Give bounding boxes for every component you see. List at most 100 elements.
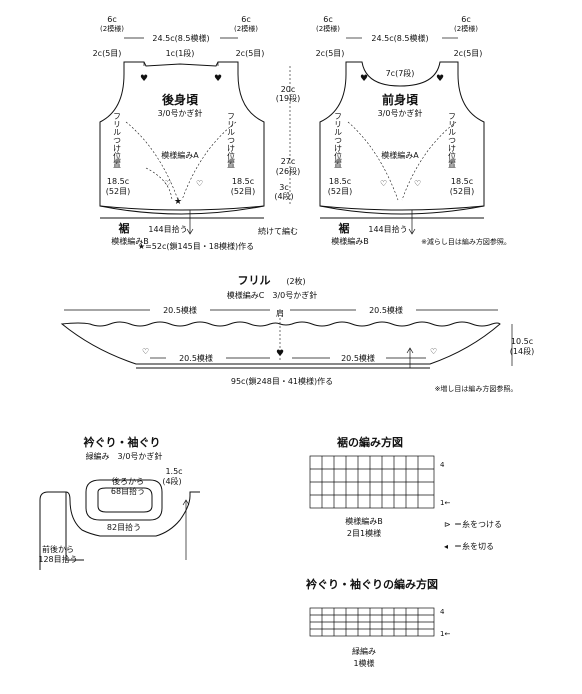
ruffle-bottom-right: 20.5模様	[341, 353, 375, 363]
ruffle-title: フリル	[238, 274, 271, 287]
front-hem-pattern: 模様編みB	[331, 236, 369, 246]
back-shoulder-left-sub: (2模様)	[100, 24, 124, 33]
back-continue: 続けて編む	[258, 226, 298, 236]
back-hem-pattern: 模様編みB	[111, 236, 149, 246]
back-body-section: 6c (2模様) 6c (2模様) 24.5c(8.5模様) 2c(5目) 1c…	[93, 15, 301, 251]
hem-chart-title: 裾の編み方図	[337, 435, 403, 449]
front-side-right-sub: (52目)	[450, 187, 474, 196]
back-body-outline	[99, 61, 265, 211]
edging-outline	[39, 491, 200, 570]
edging-back-pickup: 68目拾う	[111, 486, 145, 496]
edging-neck-pickup: 82目拾う	[107, 522, 141, 532]
ruffle-center-mark: 肩	[276, 308, 284, 318]
back-neck-width: 24.5c(8.5模様)	[152, 33, 209, 43]
back-heart-right-icon: ♥	[214, 74, 222, 84]
back-armhole-height: 20c	[281, 85, 296, 94]
ruffle-height-rows: (14段)	[510, 346, 534, 356]
back-pickup: 144目拾う	[148, 224, 187, 234]
ruffle-heart-center-icon: ♥	[276, 349, 284, 359]
ruffle-chain: 95c(鎖248目・41模様)作る	[231, 376, 333, 386]
front-ruffle-pos-left: フリルつけ位置	[334, 112, 343, 168]
back-shoulder-left: 6c	[107, 15, 117, 24]
edging-title: 衿ぐり・袖ぐり	[84, 435, 161, 449]
legend-cut-icon: ◂	[444, 542, 448, 551]
back-side-right: 18.5c	[232, 177, 254, 186]
hem-chart-pattern: 模様編みB	[345, 516, 383, 526]
back-right-arm: 2c(5目)	[236, 49, 265, 58]
edge-chart-repeat: 1模様	[353, 658, 374, 668]
front-shoulder-left: 6c	[323, 15, 333, 24]
front-heart-right-icon: ♥	[436, 74, 444, 84]
front-left-arm: 2c(5目)	[316, 49, 345, 58]
front-side-left: 18.5c	[329, 177, 351, 186]
front-heart-left-icon: ♥	[360, 74, 368, 84]
ruffle-open-heart-left-icon: ♡	[142, 347, 149, 356]
back-shoulder-right: 6c	[241, 15, 251, 24]
front-ruffle-pos-right: フリルつけ位置	[448, 112, 457, 168]
ruffle-increase-note: ※増し目は編み方図参照。	[435, 384, 518, 393]
ruffle-open-heart-right-icon: ♡	[430, 347, 437, 356]
back-heart-left-icon: ♥	[140, 74, 148, 84]
back-ruffle-pos-left: フリルつけ位置	[113, 112, 122, 168]
hem-chart-repeat: 2目1模様	[347, 528, 381, 538]
hem-chart-legend-attach: ＝糸をつける	[454, 519, 502, 529]
hem-chart-section: 裾の編み方図 4 1← 模様編みB 2目1模様 ⊳ ＝糸をつける ◂ ＝糸を切る	[309, 435, 502, 551]
front-pattern: 模様編みA	[381, 150, 419, 160]
front-side-right: 18.5c	[451, 177, 473, 186]
edging-arm-pickup: 128目拾う	[38, 554, 77, 564]
back-center: 1c(1段)	[166, 48, 195, 58]
edging-depth-rows: (4段)	[162, 476, 181, 486]
back-open-heart-icon-2: ♡	[196, 179, 203, 188]
front-body-section: 6c (2模様) 6c (2模様) 24.5c(8.5模様) 2c(5目) 2c…	[316, 15, 511, 246]
front-right-arm: 2c(5目)	[454, 49, 483, 58]
back-body-title: 後身頃	[162, 92, 199, 107]
front-hem-label: 裾	[339, 221, 350, 235]
front-side-left-sub: (52目)	[328, 187, 352, 196]
back-body-hook: 3/0号かぎ針	[158, 108, 203, 118]
edging-subtitle: 緑編み 3/0号かぎ針	[86, 451, 163, 461]
back-side-right-sub: (52目)	[231, 187, 255, 196]
front-body-title: 前身頃	[382, 92, 419, 107]
back-hem-label: 裾	[119, 221, 130, 235]
back-hem-rows: (4段)	[274, 191, 293, 201]
ruffle-count: (2枚)	[286, 276, 305, 286]
edging-front-back-from: 前後から	[42, 544, 74, 554]
front-shoulder-right: 6c	[461, 15, 471, 24]
back-open-heart-icon: ♡	[164, 179, 171, 188]
back-armhole-rows: (19段)	[276, 93, 300, 103]
back-star-icon: ★	[174, 197, 182, 207]
front-pickup: 144目拾う	[368, 224, 407, 234]
ruffle-subtitle: 模様編みC 3/0号かぎ針	[227, 290, 317, 300]
edging-depth: 1.5c	[165, 467, 182, 476]
edging-back-from: 後ろから	[112, 476, 144, 486]
back-left-arm: 2c(5目)	[93, 49, 122, 58]
front-body-hook: 3/0号かぎ針	[378, 108, 423, 118]
legend-attach-icon: ⊳	[444, 520, 451, 529]
front-shoulder-right-sub: (2模様)	[454, 24, 478, 33]
back-side-left-sub: (52目)	[106, 187, 130, 196]
ruffle-bottom-left: 20.5模様	[179, 353, 213, 363]
edge-chart-row4: 4	[440, 608, 445, 616]
back-hem-height: 3c	[279, 183, 289, 192]
hem-chart-row1: 1←	[440, 499, 450, 507]
back-body-rows: (26段)	[276, 166, 300, 176]
back-shoulder-right-sub: (2模様)	[234, 24, 258, 33]
front-open-heart-icon: ♡	[380, 179, 387, 188]
front-shoulder-left-sub: (2模様)	[316, 24, 340, 33]
back-side-left: 18.5c	[107, 177, 129, 186]
hem-chart-row4: 4	[440, 461, 445, 469]
ruffle-section: フリル (2枚) 模様編みC 3/0号かぎ針 20.5模様 20.5模様 肩 ♡…	[60, 274, 534, 393]
front-open-heart-icon-2: ♡	[414, 179, 421, 188]
front-decrease-note: ※減らし目は編み方図参照。	[421, 237, 511, 246]
edge-chart-section: 衿ぐり・袖ぐりの編み方図 4 1← 緑編み 1模様	[306, 577, 450, 668]
edge-chart-pattern: 緑編み	[352, 646, 376, 656]
ruffle-top-right: 20.5模様	[369, 305, 403, 315]
front-neck-width: 24.5c(8.5模様)	[371, 33, 428, 43]
edging-section: 衿ぐり・袖ぐり 緑編み 3/0号かぎ針 後ろから 68目拾う 1.5c (4段)…	[38, 435, 200, 570]
back-body-height: 27c	[281, 157, 296, 166]
hem-chart-legend-cut: ＝糸を切る	[454, 541, 494, 551]
front-neck-depth: 7c(7段)	[386, 68, 415, 78]
ruffle-outline	[60, 321, 501, 365]
back-pattern: 模様編みA	[161, 150, 199, 160]
